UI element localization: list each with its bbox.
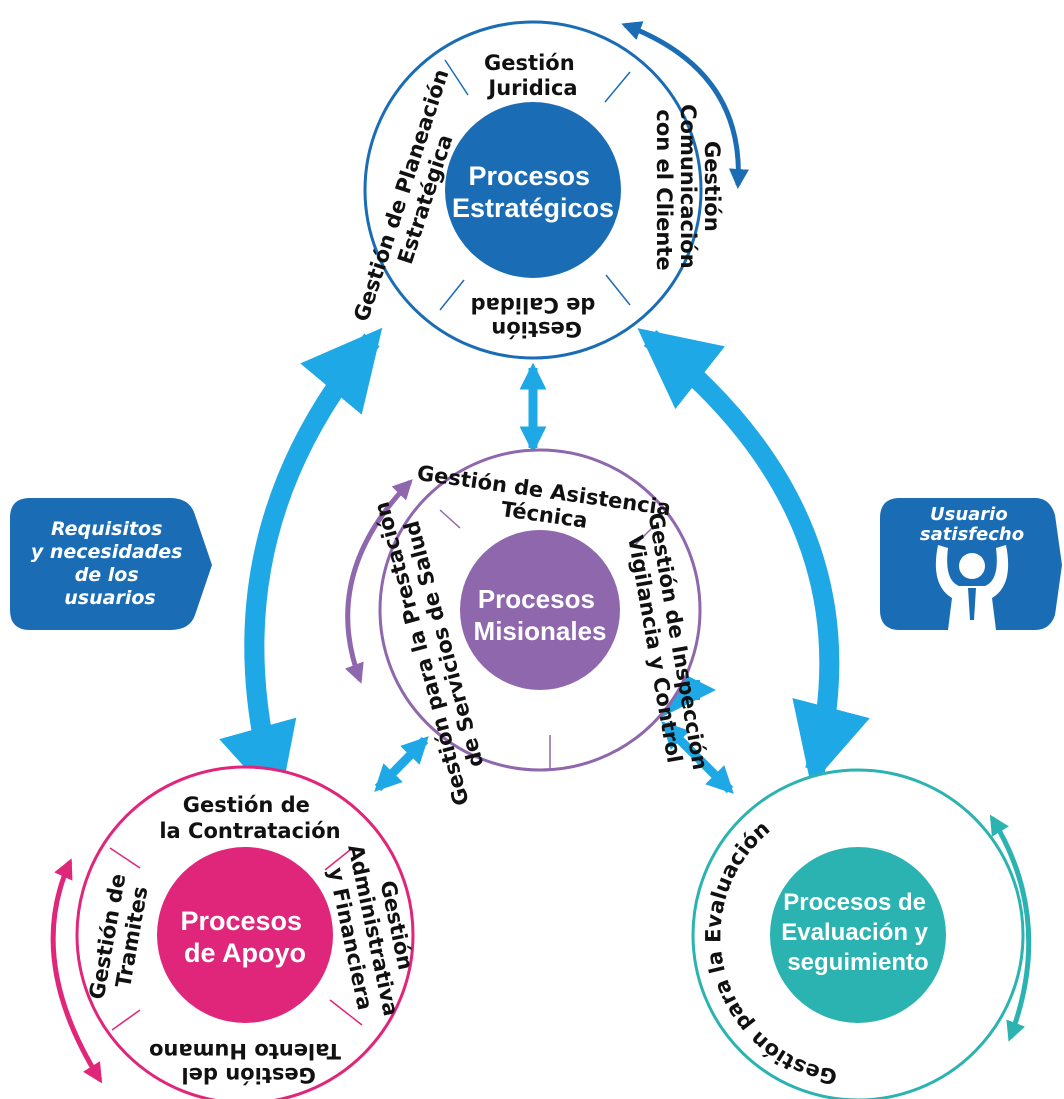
missional-center-title: Procesos Misionales — [474, 584, 607, 646]
user-requirements-text: Requisitos y necesidades de los usuarios — [31, 518, 189, 609]
support-center-disc — [157, 847, 333, 1023]
ring-divider — [111, 1009, 141, 1031]
user-arms-raised-icon — [935, 545, 1009, 630]
strategic-item-juridica: Gestión Juridica — [484, 51, 582, 100]
arrow-missional-to-support — [374, 736, 429, 792]
satisfied-user-callout: Usuario satisfecho — [880, 498, 1062, 630]
strategic-process-group: Procesos Estratégicos Gestión Juridica G… — [349, 20, 724, 360]
ring-divider — [329, 999, 363, 1026]
strategic-center-title: Procesos Estratégicos — [452, 161, 614, 223]
ring-divider — [634, 524, 656, 546]
evaluation-center-disc — [770, 847, 946, 1023]
evaluation-center-title: Procesos de Evaluación y seguimiento — [781, 889, 934, 976]
support-item-contratacion: Gestión de la Contratación — [159, 793, 340, 843]
support-center-title: Procesos de Apoyo — [180, 906, 309, 968]
missional-center-disc — [460, 530, 620, 690]
arrow-strategic-to-evaluation — [637, 328, 870, 786]
missional-process-group: Procesos Misionales Gestión de Asistenci… — [369, 448, 712, 808]
missional-cycle-arrow — [344, 479, 413, 684]
arrow-missional-to-evaluation — [661, 721, 734, 794]
arrow-strategic-to-support — [219, 327, 383, 806]
evaluation-cycle-arrow — [989, 814, 1032, 1042]
strategic-center-disc — [445, 102, 621, 278]
ring-divider — [604, 71, 631, 103]
ring-divider — [439, 279, 465, 311]
strategic-item-calidad: Gestión de Calidad — [471, 293, 596, 341]
satisfied-user-text: Usuario satisfecho — [920, 504, 1024, 545]
ring-divider — [109, 847, 141, 869]
strategic-cycle-arrow — [621, 21, 749, 189]
support-item-talento: Gestión del Talento Humano — [149, 1039, 341, 1087]
user-requirements-callout: Requisitos y necesidades de los usuarios — [10, 498, 212, 630]
strategic-item-comunicacion: Gestión Comunicación con el Cliente — [652, 104, 724, 276]
ring-divider — [444, 59, 469, 96]
ring-divider — [605, 274, 631, 306]
support-process-group: Procesos de Apoyo Gestión de la Contrata… — [75, 765, 418, 1099]
ring-divider — [324, 849, 351, 871]
ring-divider — [439, 509, 461, 529]
support-cycle-arrow — [50, 858, 103, 1084]
